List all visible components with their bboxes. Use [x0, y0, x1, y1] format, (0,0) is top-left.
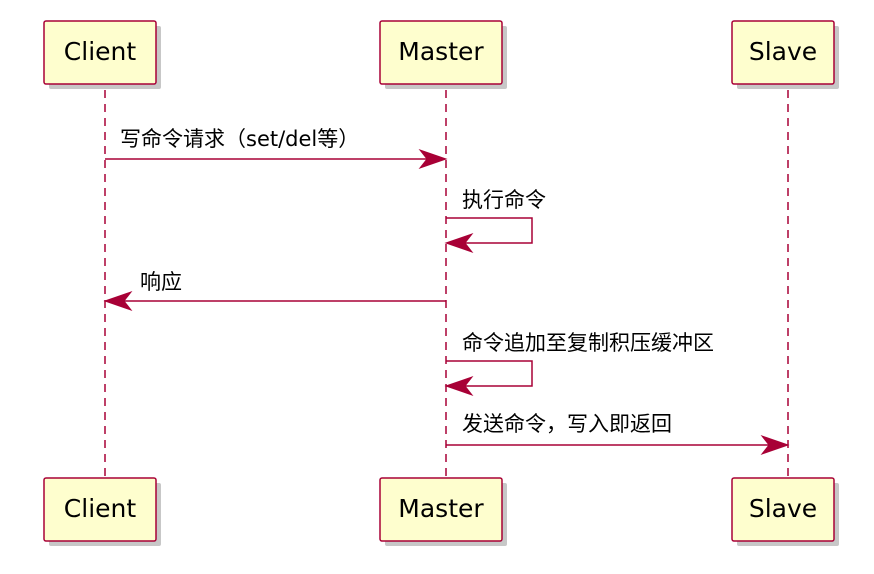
- message-response-label: 响应: [140, 270, 182, 294]
- message-write-request: 写命令请求（set/del等）: [105, 127, 448, 170]
- participant-slave-bottom: Slave: [731, 477, 839, 546]
- message-append-backlog: 命令追加至复制积压缓冲区: [444, 331, 714, 397]
- arrow-left-icon: [103, 290, 133, 312]
- message-write-request-label: 写命令请求（set/del等）: [120, 127, 359, 151]
- arrow-right-icon: [760, 434, 790, 456]
- message-send-to-slave: 发送命令，写入即返回: [446, 412, 790, 456]
- arrow-left-icon: [444, 232, 474, 254]
- participant-slave-bottom-label: Slave: [749, 494, 817, 523]
- arrow-left-icon: [444, 375, 474, 397]
- participant-client-bottom-label: Client: [64, 494, 137, 523]
- participant-client-bottom: Client: [43, 477, 161, 546]
- participant-master-top: Master: [379, 20, 507, 89]
- participant-master-bottom-label: Master: [398, 494, 484, 523]
- message-send-to-slave-label: 发送命令，写入即返回: [462, 412, 672, 436]
- participant-slave-top-label: Slave: [749, 37, 817, 66]
- message-response: 响应: [103, 270, 446, 312]
- participant-master-bottom: Master: [379, 477, 507, 546]
- message-execute-command: 执行命令: [444, 188, 546, 254]
- participant-client-top-label: Client: [64, 37, 137, 66]
- participant-master-top-label: Master: [398, 37, 484, 66]
- participant-client-top: Client: [43, 20, 161, 89]
- message-append-backlog-label: 命令追加至复制积压缓冲区: [462, 331, 714, 355]
- message-execute-command-label: 执行命令: [462, 188, 546, 212]
- arrow-right-icon: [418, 148, 448, 170]
- participant-slave-top: Slave: [731, 20, 839, 89]
